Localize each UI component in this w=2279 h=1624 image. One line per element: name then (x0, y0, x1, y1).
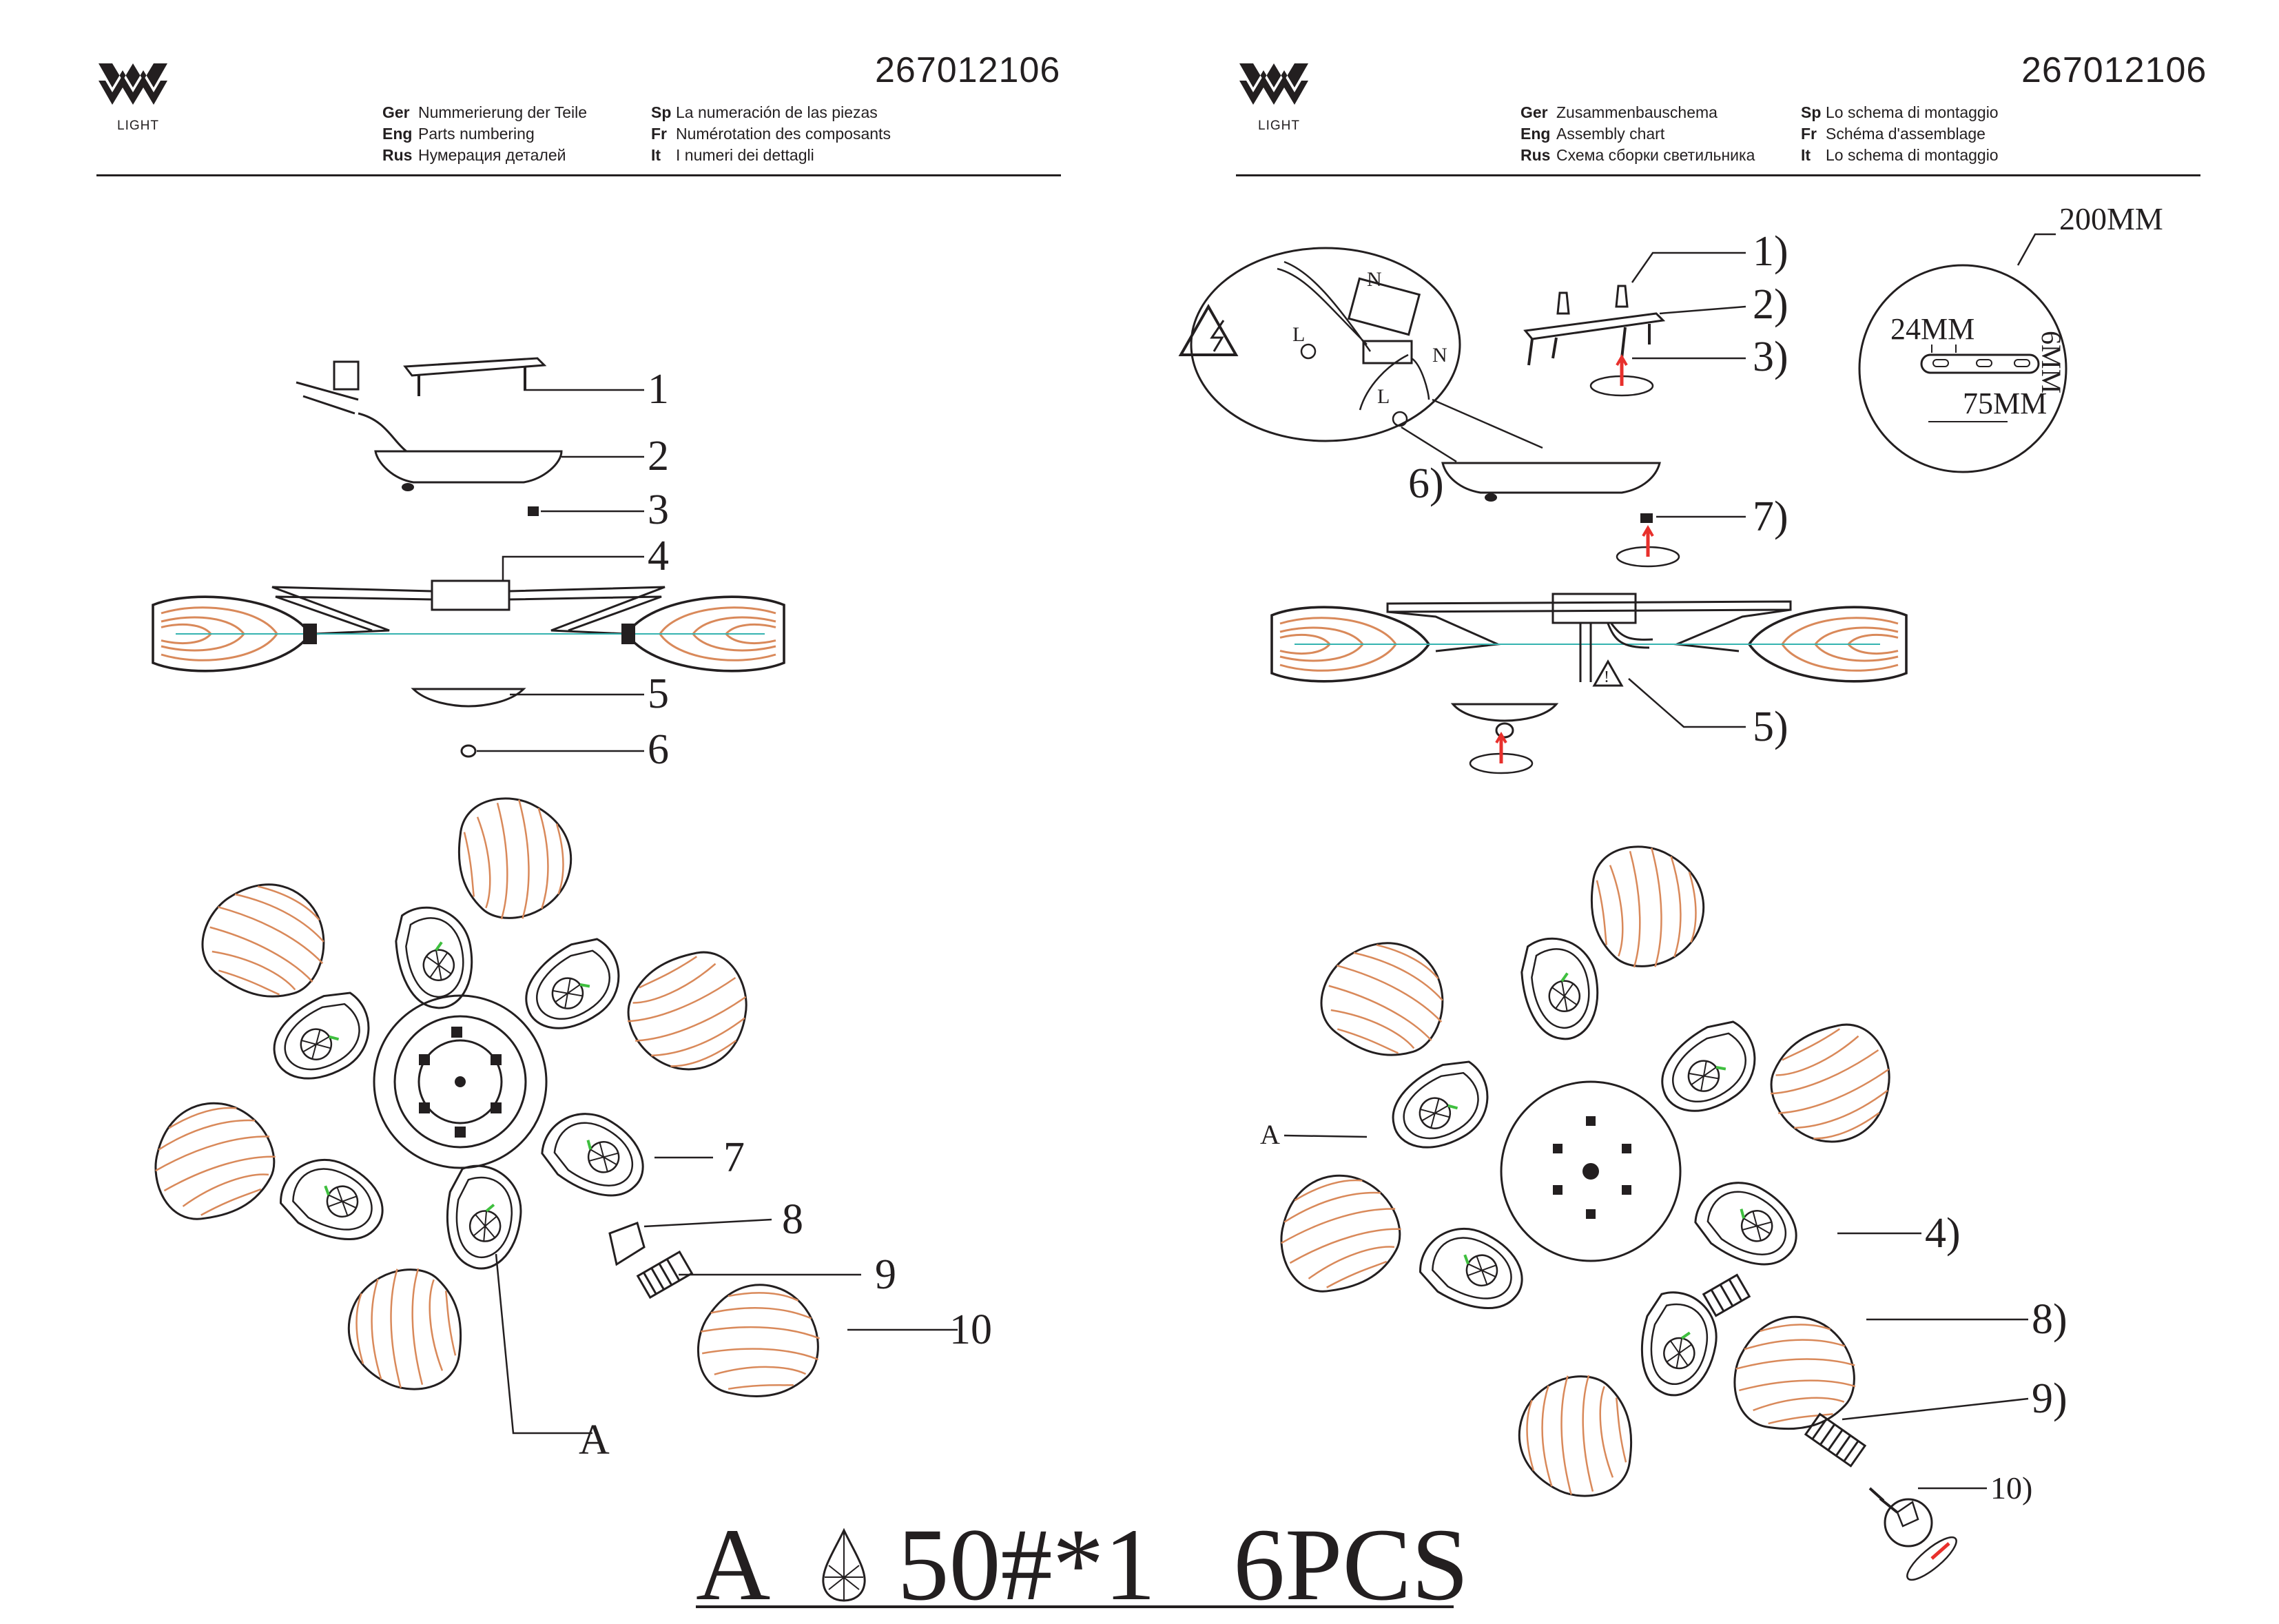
header-rule (96, 174, 1061, 176)
part-label-3: 3 (648, 486, 669, 533)
nut (1640, 513, 1653, 523)
part-label-2: 2 (648, 433, 669, 480)
glass-shade (1726, 1306, 1867, 1442)
parts-diagram: 1 2 3 4 5 6 (149, 357, 992, 1463)
crystal-marker: A (696, 1508, 765, 1622)
wiring-detail: N L N L (1178, 247, 1543, 463)
nut-part (528, 506, 539, 516)
crystal-quantity: 6PCS (1233, 1508, 1469, 1622)
article-code: 267012106 (875, 50, 1061, 90)
bar-width-label: 6MM (2036, 331, 2067, 393)
step-label-10: 10) (1990, 1470, 2032, 1505)
frame-side-view: ! (1270, 593, 1908, 687)
crystal-spec: A 50#*1 6PCS (696, 1505, 1469, 1624)
part-label-10: 10 (949, 1306, 992, 1353)
part-label-6: 6 (648, 726, 669, 773)
step-label-3: 3) (1753, 333, 1788, 380)
part-label-4: 4 (648, 533, 669, 579)
footer-rule (696, 1605, 1454, 1608)
step-label-a: A (1260, 1119, 1280, 1150)
brand-logo (99, 63, 167, 105)
part-label-8: 8 (782, 1196, 803, 1243)
article-code: 267012106 (2021, 50, 2207, 90)
neutral-label-2: N (1432, 344, 1447, 367)
hole-spacing-label: 24MM (1890, 312, 1974, 346)
socket (1804, 1412, 1867, 1468)
socket-part (636, 1250, 694, 1299)
crystal-spec-value: 50#*1 (897, 1508, 1156, 1622)
mounting-bar-part (296, 357, 547, 453)
brand-logo-text: LIGHT (1258, 119, 1300, 133)
mounting-bar-dimensions: 200MM 24MM 75MM 6MM (1858, 201, 2163, 473)
live-label-2: L (1377, 385, 1390, 408)
mounting-hardware (1523, 285, 1666, 395)
step-label-4: 4) (1925, 1210, 1961, 1257)
frame-with-shades-part (152, 579, 785, 672)
neutral-label-1: N (1367, 268, 1382, 291)
step-label-9: 9) (2032, 1375, 2067, 1422)
bar-length-label: 75MM (1963, 387, 2047, 420)
part-label-a: A (579, 1417, 610, 1463)
brand-logo-text: LIGHT (117, 119, 159, 133)
step-label-1: 1) (1753, 228, 1788, 275)
crystal-drop-icon (822, 1528, 866, 1602)
cap-part (411, 688, 526, 708)
brand-logo (1239, 63, 1308, 105)
part-label-9: 9 (875, 1251, 896, 1298)
finial-part (460, 744, 477, 758)
step-label-8: 8) (2032, 1296, 2067, 1343)
canopy-part (374, 450, 563, 491)
cup-part (608, 1222, 646, 1266)
glass-shade-part (686, 1270, 835, 1415)
canopy (1441, 462, 1661, 494)
live-label-1: L (1292, 323, 1305, 346)
part-label-5: 5 (648, 670, 669, 717)
step-label-7: 7) (1753, 493, 1788, 540)
step-label-5: 5) (1753, 703, 1788, 750)
chandelier-top-view (149, 790, 758, 1398)
part-label-7: 7 (723, 1134, 745, 1181)
diameter-label: 200MM (2059, 201, 2163, 236)
header-rule (1236, 174, 2200, 176)
chandelier-top-view-assembly (1275, 838, 1901, 1505)
svg-text:!: ! (1604, 668, 1609, 686)
part-label-1: 1 (648, 366, 669, 413)
bulb (1868, 1487, 1957, 1581)
assembly-diagram: N L N L (1178, 201, 2163, 1581)
step-label-2: 2) (1753, 281, 1788, 328)
step-label-6: 6) (1408, 460, 1444, 507)
